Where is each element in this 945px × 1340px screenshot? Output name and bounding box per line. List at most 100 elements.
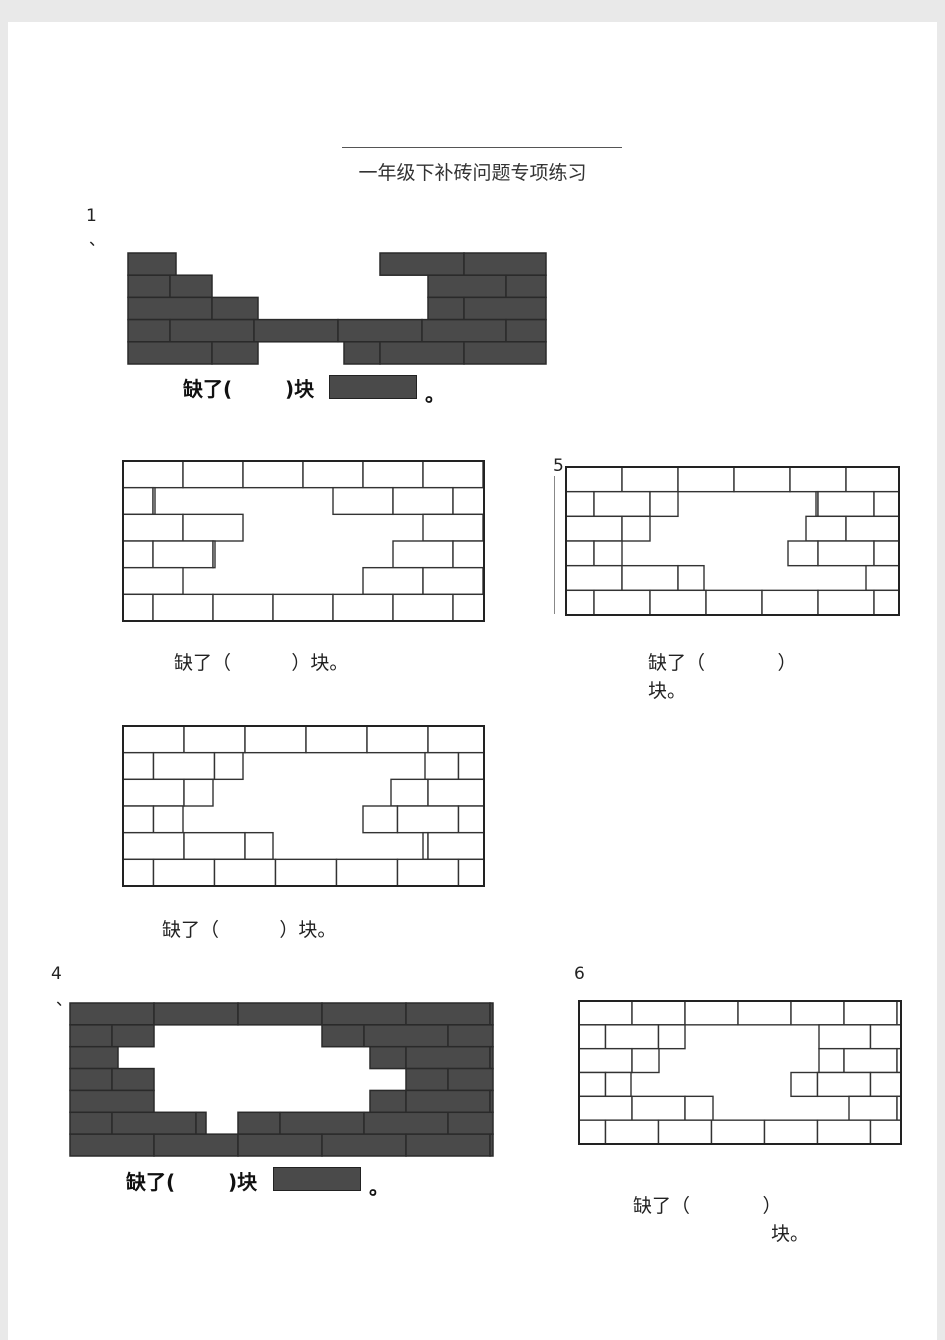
brick (69, 1089, 155, 1114)
brick (274, 858, 338, 887)
brick (631, 1047, 660, 1074)
brick (237, 1002, 323, 1026)
brick (565, 589, 595, 616)
brick (845, 466, 900, 493)
brick (578, 1071, 607, 1098)
brick (843, 1000, 898, 1026)
brick (422, 831, 429, 861)
brick (452, 486, 485, 516)
brick (390, 778, 429, 807)
problem-3-answer[interactable]: 缺了（ ）块。 (162, 919, 337, 941)
problem-4-brick-swatch (273, 1167, 361, 1191)
brick (649, 490, 679, 518)
brick (211, 296, 259, 321)
brick (183, 725, 246, 754)
brick (505, 274, 547, 299)
problem-5-number: 5 (553, 456, 564, 476)
brick (427, 296, 465, 321)
brick (122, 593, 154, 622)
brick (578, 1119, 607, 1145)
problem-5-answer-line1[interactable]: 缺了（ ） (648, 652, 797, 674)
wall-frame (578, 1000, 902, 1145)
problem-4-answer-blank[interactable] (188, 1166, 216, 1190)
problem-5-answer-line2: 块。 (648, 680, 687, 702)
brick (422, 566, 484, 596)
brick (405, 1045, 491, 1070)
brick (122, 566, 184, 596)
problem-2-answer[interactable]: 缺了（ ）块。 (174, 652, 349, 674)
brick (684, 1095, 714, 1121)
brick (593, 540, 623, 567)
brick (366, 725, 429, 754)
brick (111, 1111, 197, 1135)
brick (578, 1095, 633, 1121)
brick (737, 1000, 792, 1026)
brick (362, 566, 424, 596)
brick (463, 341, 547, 365)
brick (332, 593, 394, 622)
brick (505, 318, 547, 343)
brick (873, 490, 900, 518)
brick (684, 1000, 739, 1026)
brick (332, 486, 394, 516)
brick (621, 564, 679, 592)
brick (657, 1119, 713, 1145)
brick (631, 1095, 686, 1121)
brick (337, 318, 423, 343)
brick (763, 1119, 819, 1145)
problem-1-answer-prefix: 缺了( (183, 377, 233, 401)
brick (565, 490, 595, 518)
brick (489, 1089, 494, 1114)
brick (69, 1111, 113, 1135)
brick (621, 515, 651, 542)
brick (363, 1024, 449, 1048)
brick (789, 466, 847, 493)
brick (122, 751, 155, 781)
brick (677, 466, 735, 493)
brick (122, 486, 154, 516)
brick (565, 564, 623, 592)
wall-frame (122, 460, 485, 622)
brick (869, 1024, 902, 1050)
brick (272, 593, 334, 622)
brick (649, 589, 707, 616)
problem-4-answer-suffix: )块 (228, 1170, 258, 1194)
brick (818, 1047, 845, 1074)
problem-1-answer-blank[interactable] (245, 373, 273, 397)
brick (152, 751, 216, 781)
brick (69, 1045, 119, 1070)
brick (424, 751, 460, 781)
brick (335, 858, 399, 887)
problem-1-brick-swatch (329, 375, 417, 399)
brick (565, 540, 595, 567)
brick (733, 466, 791, 493)
brick (396, 805, 460, 834)
brick (127, 318, 171, 343)
brick (363, 1111, 449, 1135)
brick (657, 1024, 686, 1050)
brick (343, 341, 381, 365)
brick (818, 1024, 872, 1050)
brick (489, 1045, 494, 1070)
brick (212, 540, 216, 569)
problem-4-end-mark: 。 (369, 1175, 389, 1199)
brick (457, 751, 485, 781)
brick (183, 831, 246, 861)
problem-5-brick-wall (565, 466, 900, 616)
problem-1-answer-suffix: )块 (285, 377, 315, 401)
brick (127, 341, 213, 365)
brick (127, 252, 177, 276)
problem-1-brick-wall (127, 252, 547, 365)
brick (578, 1000, 633, 1026)
brick (427, 831, 485, 861)
problem-2-brick-wall (122, 460, 485, 622)
problem-6-answer-line1[interactable]: 缺了（ ） (633, 1195, 782, 1217)
brick (69, 1024, 113, 1048)
brick (253, 318, 339, 343)
brick (69, 1133, 155, 1157)
problem-1-end-mark: 。 (425, 382, 445, 406)
brick (457, 805, 485, 834)
brick (369, 1045, 407, 1070)
title-rule (342, 147, 622, 148)
brick (127, 274, 171, 299)
